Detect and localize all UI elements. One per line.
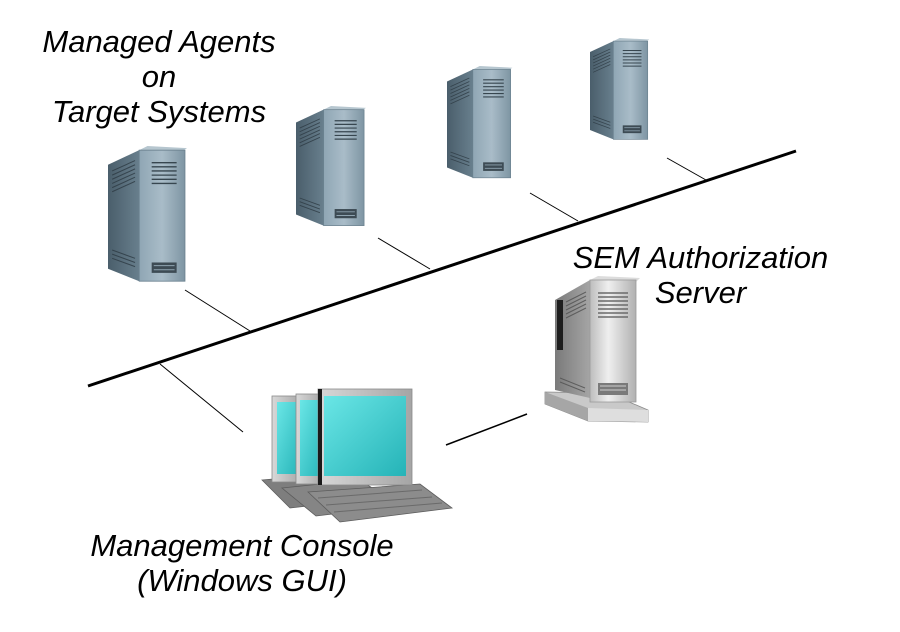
management-console-label-line-2: (Windows GUI) — [137, 563, 347, 598]
managed-agents-label-line-2: on — [141, 59, 177, 94]
network-bus-line — [87, 149, 797, 388]
agent-4-link — [666, 157, 707, 181]
sem-server-icon — [544, 276, 649, 423]
agent-2-link — [377, 237, 431, 270]
managed-agents-label: Managed Agents on Target Systems — [14, 24, 304, 129]
management-console-label-line-1: Management Console — [90, 528, 394, 563]
managed-agents-label-line-1: Managed Agents — [42, 24, 276, 59]
agent-server-1-icon — [107, 145, 188, 282]
agent-server-2-icon — [295, 105, 367, 227]
console-bus-link — [159, 363, 244, 433]
management-console-icon — [261, 388, 454, 523]
agent-server-3-icon — [446, 65, 513, 179]
agent-1-link — [184, 289, 251, 332]
managed-agents-label-line-3: Target Systems — [51, 94, 267, 129]
agent-3-link — [529, 192, 579, 222]
console-sem-link — [445, 413, 528, 446]
sem-server-label-line-1: SEM Authorization — [572, 240, 829, 275]
sem-server-label-line-2: Server — [654, 275, 747, 310]
management-console-label: Management Console (Windows GUI) — [52, 528, 432, 598]
sem-server-label: SEM Authorization Server — [548, 240, 853, 310]
agent-server-4-icon — [589, 37, 650, 140]
